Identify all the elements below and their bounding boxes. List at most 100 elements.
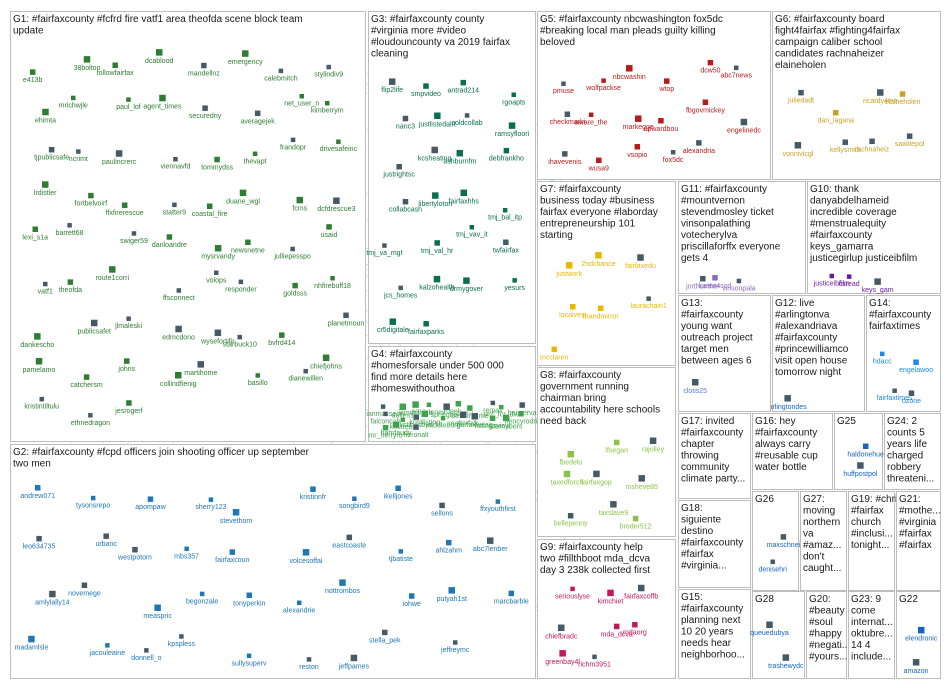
node-tysonsrepo: tysonsrepo [76, 495, 110, 510]
node-avatar [125, 96, 132, 103]
node-aware-the: aware_the [575, 112, 608, 126]
node-avatar [906, 132, 913, 140]
node-label: chiefbradc [545, 633, 578, 640]
node-label: 2ndchance [581, 261, 615, 268]
node-avatar [908, 389, 915, 397]
node-label: averagejek [240, 118, 275, 125]
node-label: agent_times [143, 104, 182, 111]
group-title-line: starting [540, 230, 573, 241]
node-vinsonpala: vinsonpala [722, 278, 756, 293]
group-title-line: visit open house [775, 356, 848, 367]
node-avatar [891, 387, 898, 394]
node-avatar [846, 273, 852, 280]
node-avatar [389, 317, 397, 326]
node-label: tmj_val_hr [421, 248, 454, 255]
group-title-line: government running [540, 382, 629, 393]
node-kellysmith: kellysmith [830, 138, 861, 154]
node-avatar [75, 148, 82, 155]
node-avatar [445, 539, 452, 546]
node-avatar [213, 270, 219, 276]
node-justwork: justwork [555, 261, 582, 278]
group-title-line: G7: #fairfaxcounty [540, 184, 621, 195]
node-checkmarki: checkmarki [550, 110, 586, 126]
node-chiefjohns: chiefjohns [310, 354, 342, 370]
group-title-line: G5: #fairfaxcounty nbcwashington fox5dc [540, 14, 723, 25]
node-label: coldcollab [451, 120, 482, 127]
node-fbgovmickey: fbgovmickey [686, 99, 725, 114]
node-avatar [309, 485, 317, 493]
group-title-line: G28 [755, 594, 774, 605]
node-tmj-vav-it: tmj_vav_it [456, 224, 488, 239]
group-title-line: #fairfaxcounty [755, 428, 817, 439]
node-jeffpames: jeffpames [338, 654, 370, 670]
group-title-line: #beauty [809, 606, 845, 617]
node-wolfpackse: wolfpackse [585, 77, 621, 92]
group-title-line: #reusable cup [755, 451, 818, 462]
group-title-line: incredible coverage [810, 207, 897, 218]
node-label: emergency [228, 59, 263, 66]
node-kristlisting: kristlisting [409, 410, 440, 426]
node-avatar [35, 357, 43, 366]
node-avatar [595, 157, 603, 164]
node-avatar [518, 401, 526, 409]
group-title-line: come [851, 606, 876, 617]
node-haldonehue: haldonehue [847, 443, 884, 458]
node-johns: johns [117, 357, 136, 373]
group-title-line: community [681, 462, 729, 473]
group-title-line: find more details here [371, 372, 468, 383]
group-title-line: #homeswithouthoa [371, 384, 455, 395]
node-avatar [278, 331, 286, 339]
node-label: basillo [248, 380, 268, 387]
node-dianewillen: dianewillen [288, 368, 323, 383]
node-label: newsnetne [231, 247, 265, 254]
node-label: collindfienig [160, 381, 197, 388]
node-label: fairfaxcoffb [624, 594, 658, 601]
node-label: reston [299, 664, 319, 671]
node-tmj-val-hr: tmj_val_hr [421, 239, 454, 255]
node-denisehri: denisehri [758, 559, 787, 573]
panel-border [800, 491, 847, 591]
node-avatar [832, 109, 840, 116]
node-avatar [412, 423, 420, 431]
node-avatar [48, 590, 57, 598]
node-label: elaineholen [885, 99, 921, 106]
node-label: juliedadt [787, 98, 814, 105]
node-betoorourke: betoorourke [451, 404, 489, 420]
node-putyah1st: putyah1st [437, 586, 467, 603]
node-avatar [842, 138, 849, 146]
node-label: hencyrodri [505, 419, 538, 426]
node-bellepenny: bellepenny [554, 512, 588, 528]
panel-border [537, 367, 676, 537]
group-title-line: oktubre... [851, 629, 893, 640]
node-label: jorthunther [685, 284, 720, 291]
node-avatar [229, 548, 236, 556]
node-dcw50: dcw50 [700, 59, 721, 75]
node-kimberrym: kimberrym [311, 100, 344, 115]
node-heronalt: heronalt [403, 423, 429, 439]
node-followfairfax: followfairfax [97, 61, 134, 77]
node-label: ncrimt [69, 156, 88, 163]
panel-border [678, 181, 806, 294]
node-stevethom: stevethom [220, 508, 252, 525]
node-avatar [733, 65, 739, 71]
node-avatar [588, 112, 594, 118]
node-avatar [87, 412, 94, 419]
node-label: usaid [321, 232, 338, 239]
node-label: ikelljones [384, 493, 413, 500]
node-avatar [252, 151, 258, 157]
node-label: tmj_bal_itp [488, 215, 522, 222]
group-title-line: stevendmosley ticket [681, 207, 774, 218]
node-avatar [663, 77, 670, 85]
node-nhfirebuff18: nhfirebuff18 [314, 275, 351, 290]
node-label: cr5digitale [377, 327, 409, 334]
node-label: tjbatiste [389, 556, 413, 563]
node-urbanc: urbanc [95, 532, 117, 548]
node-avatar [121, 201, 128, 209]
node-avatar [66, 222, 73, 229]
node-dan-lagana: dan_lagana [817, 109, 854, 125]
node-label: fairfaxgop [581, 479, 612, 486]
node-fairfaxtimes: fairfaxtimes [877, 387, 913, 402]
